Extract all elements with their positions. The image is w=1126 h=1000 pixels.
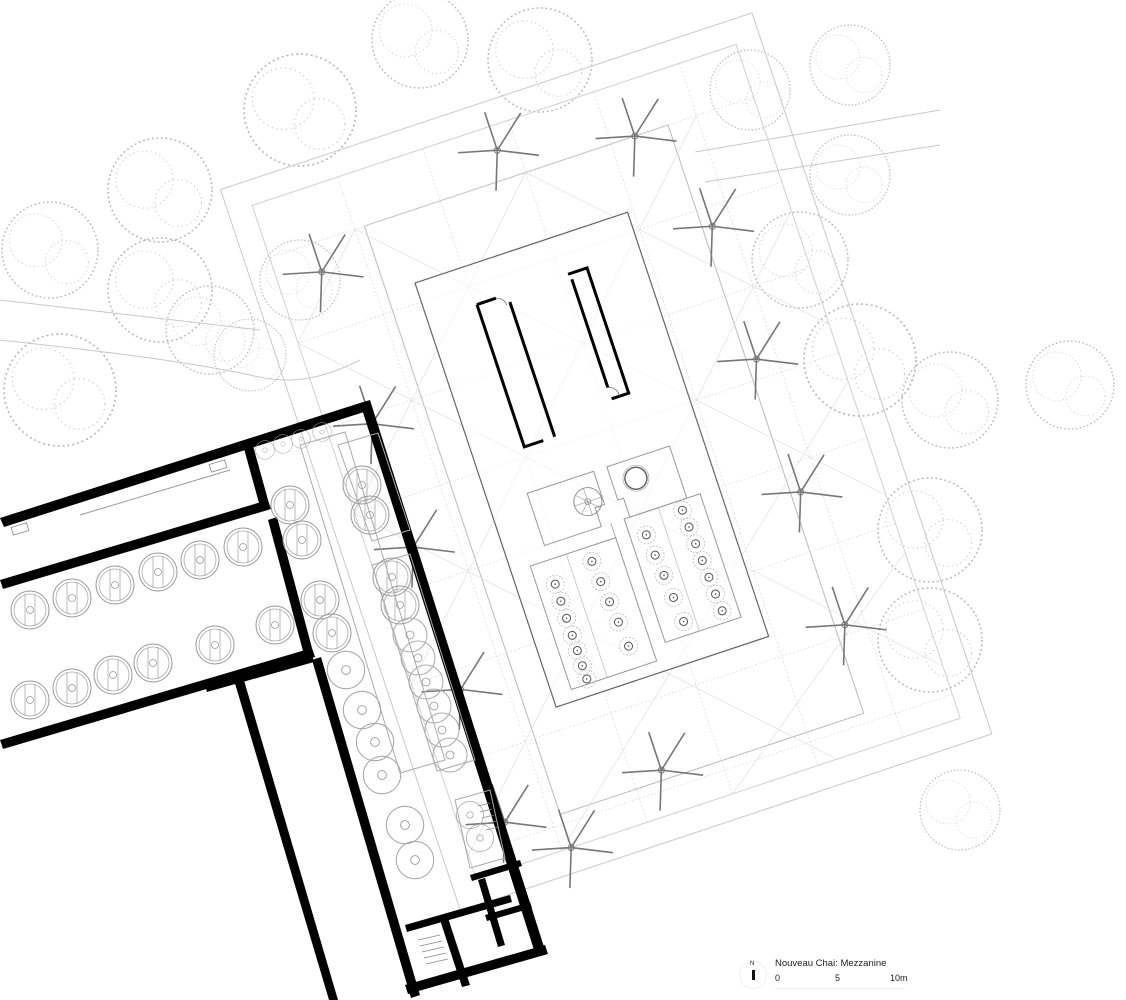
scale-bar [775, 988, 905, 989]
roof-canopy [363, 124, 865, 815]
wall-mid2 [0, 648, 315, 749]
stair-icon [417, 802, 499, 965]
scale-tick-5: 5 [835, 973, 841, 983]
outer-platform [219, 12, 993, 912]
tank-group-right [623, 493, 742, 644]
mezzanine-slab [414, 211, 770, 708]
north-arrow-bar [752, 970, 755, 980]
landscape-trees [0, 0, 1115, 851]
room-right [567, 266, 631, 401]
wall-west [243, 442, 268, 503]
existing-building [0, 400, 548, 1000]
room-left [475, 296, 557, 449]
scale-tick-10m: 10m [890, 973, 908, 983]
wall-south [405, 945, 548, 994]
north-label: N [750, 961, 755, 967]
scale-tick-0: 0 [775, 973, 781, 983]
wall-east [360, 400, 545, 953]
drawing-title: Nouveau Chai: Mezzanine [775, 958, 887, 969]
pavilion [219, 12, 993, 912]
tank-group-left [529, 537, 658, 691]
structural-grid [269, 63, 953, 856]
wall-north [0, 403, 364, 527]
title-block: N Nouveau Chai: Mezzanine 0 5 10m [735, 955, 965, 995]
north-arrow-icon: N [739, 961, 767, 989]
spiral-stair-icon [573, 487, 603, 517]
wall-mid1 [0, 500, 271, 589]
lift-icon [622, 464, 650, 492]
